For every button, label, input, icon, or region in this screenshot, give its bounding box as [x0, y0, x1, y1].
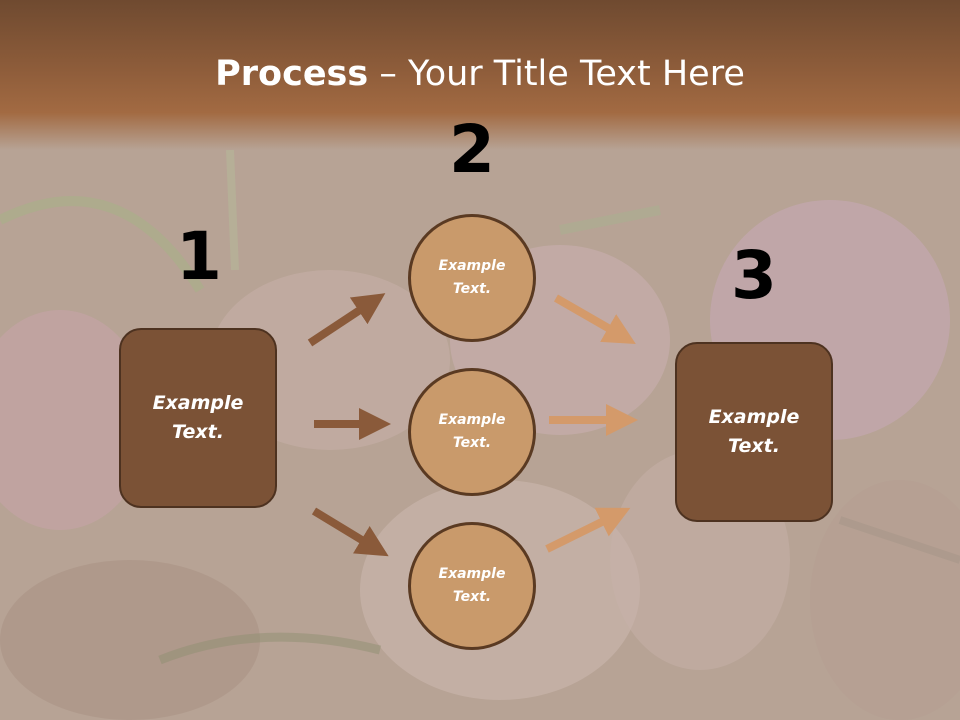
circle-middle[interactable]: Example Text. — [408, 368, 536, 496]
arrow-left-to-top — [307, 293, 386, 347]
step-number-2: 2 — [449, 111, 495, 188]
slide-title: Process – Your Title Text Here — [0, 52, 960, 96]
title-bar — [0, 0, 960, 150]
right-box-text: Example Text. — [708, 406, 800, 457]
circle-bottom-text: Example Text. — [438, 566, 506, 605]
step-number-3: 3 — [731, 237, 777, 314]
arrow-bottom-to-right — [545, 507, 631, 553]
circle-top[interactable]: Example Text. — [408, 214, 536, 342]
title-bold: Process — [215, 54, 369, 94]
left-box-text: Example Text. — [152, 392, 244, 443]
title-rest: – Your Title Text Here — [368, 54, 745, 94]
right-box[interactable]: Example Text. — [675, 342, 833, 522]
circle-middle-text: Example Text. — [438, 412, 506, 451]
arrow-left-to-bottom — [311, 507, 389, 557]
left-box[interactable]: Example Text. — [119, 328, 277, 508]
circle-top-text: Example Text. — [438, 258, 506, 297]
step-number-1: 1 — [176, 218, 222, 295]
circle-bottom[interactable]: Example Text. — [408, 522, 536, 650]
arrow-top-to-right — [554, 294, 636, 344]
